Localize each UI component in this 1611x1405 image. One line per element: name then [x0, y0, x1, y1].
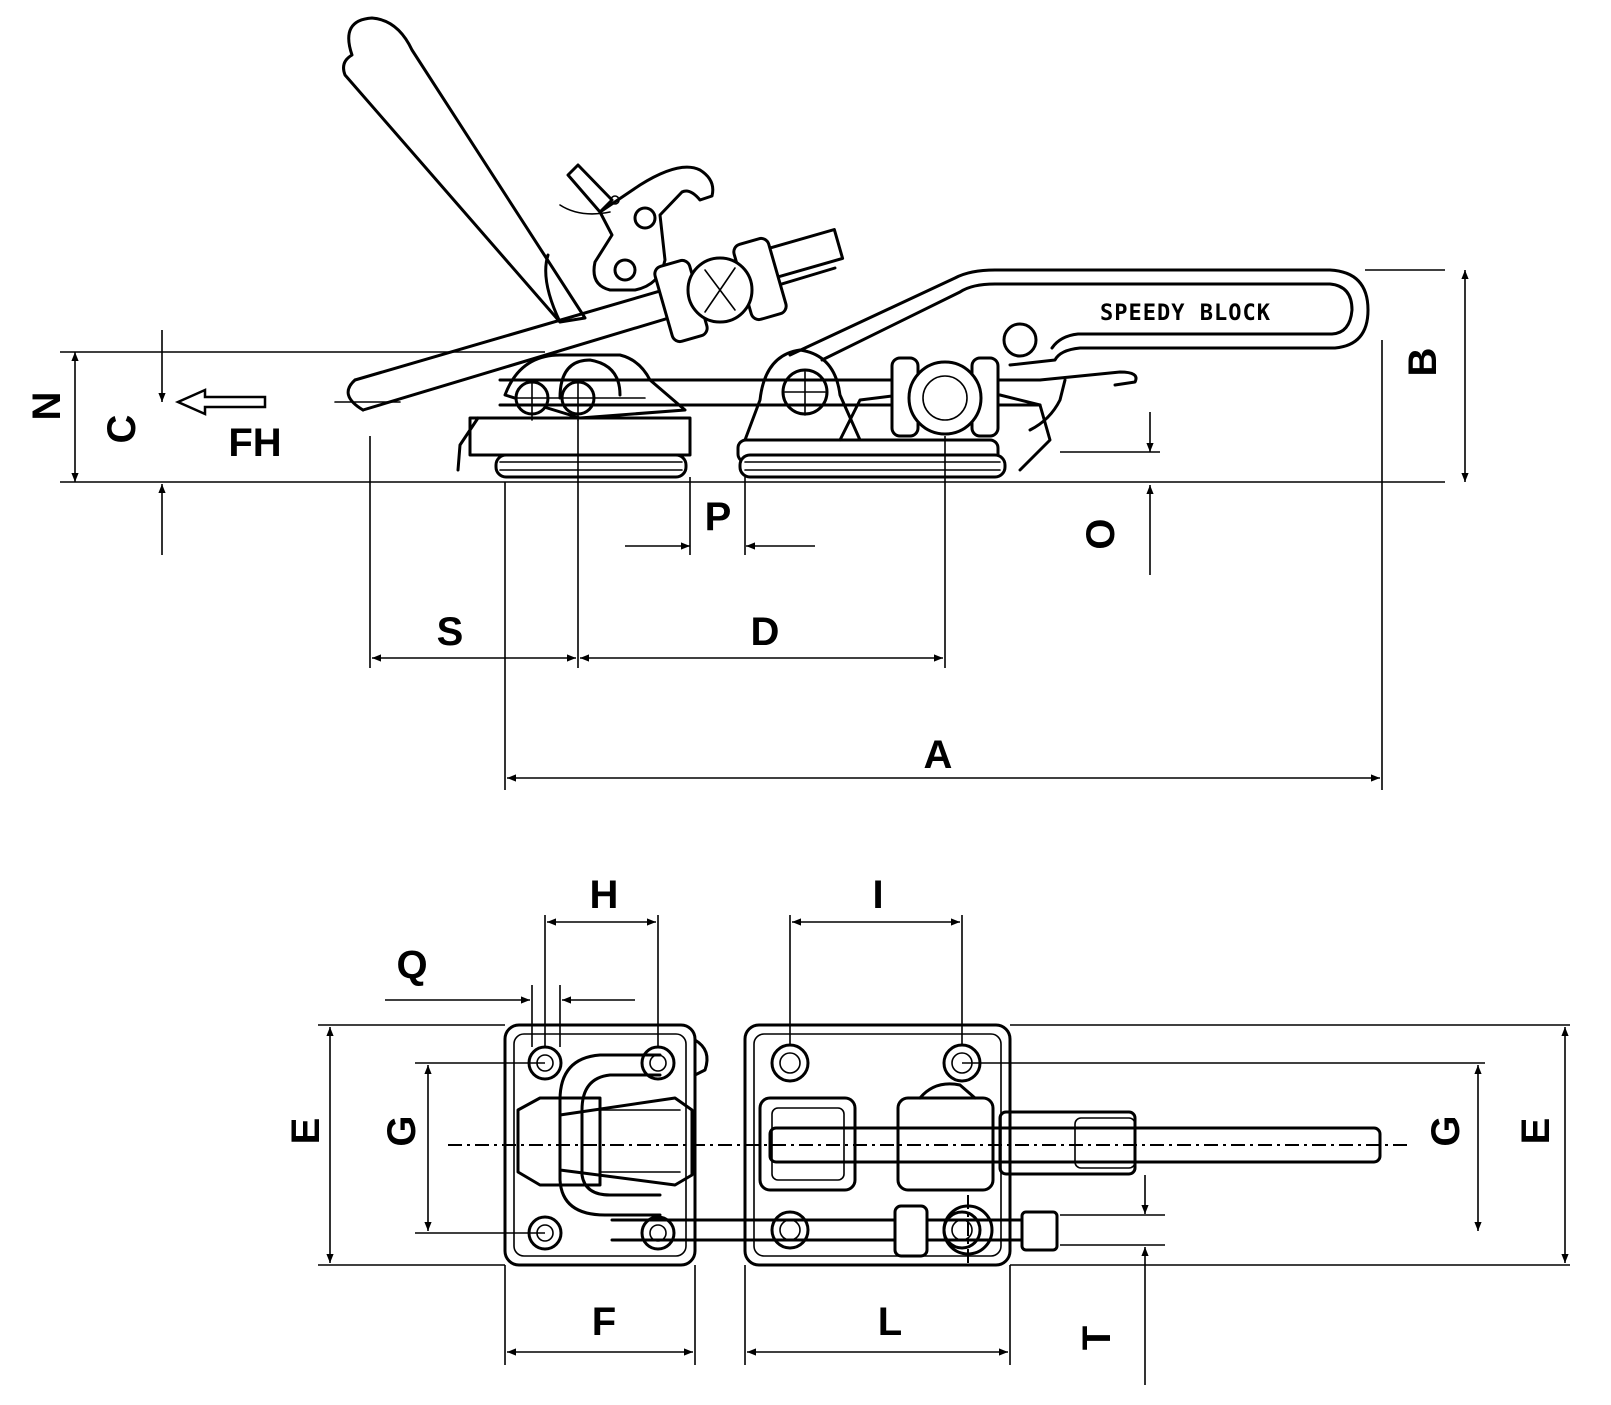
top-view: E G G E H I Q F L T: [284, 873, 1570, 1385]
side-dimension-lines: [71, 270, 1469, 782]
open-arm: [346, 228, 845, 412]
top-dimension-lines: [326, 918, 1569, 1385]
dim-label-l: L: [878, 1300, 902, 1344]
dim-label-o: O: [1079, 518, 1123, 549]
side-extension-lines: [60, 269, 1445, 790]
left-bracket: [456, 353, 692, 479]
dim-label-b: B: [1401, 348, 1445, 377]
center-marks: [334, 371, 826, 421]
dim-label-c: C: [100, 415, 144, 444]
dim-label-e-right: E: [1514, 1118, 1558, 1145]
dim-label-fh: FH: [228, 421, 281, 465]
dim-label-g-right: G: [1424, 1115, 1468, 1146]
dim-label-n: N: [25, 392, 69, 421]
dim-label-q: Q: [396, 943, 427, 987]
right-body: SPEEDY BLOCK: [498, 268, 1370, 479]
force-arrow: [174, 388, 267, 416]
dim-label-a: A: [924, 733, 953, 777]
dim-label-g-left: G: [380, 1115, 424, 1146]
brand-label: SPEEDY BLOCK: [1100, 301, 1271, 326]
dim-label-f: F: [592, 1300, 616, 1344]
dim-label-i: I: [872, 873, 883, 917]
dim-label-p: P: [705, 495, 732, 539]
side-view: SPEEDY BLOCK: [25, 16, 1469, 790]
raised-handle: [342, 16, 715, 324]
dim-label-d: D: [751, 610, 780, 654]
top-extension-lines: [318, 915, 1570, 1365]
dim-label-t: T: [1075, 1326, 1119, 1350]
dim-label-e-left: E: [284, 1118, 328, 1145]
dim-label-h: H: [590, 873, 619, 917]
dim-label-s: S: [437, 610, 464, 654]
